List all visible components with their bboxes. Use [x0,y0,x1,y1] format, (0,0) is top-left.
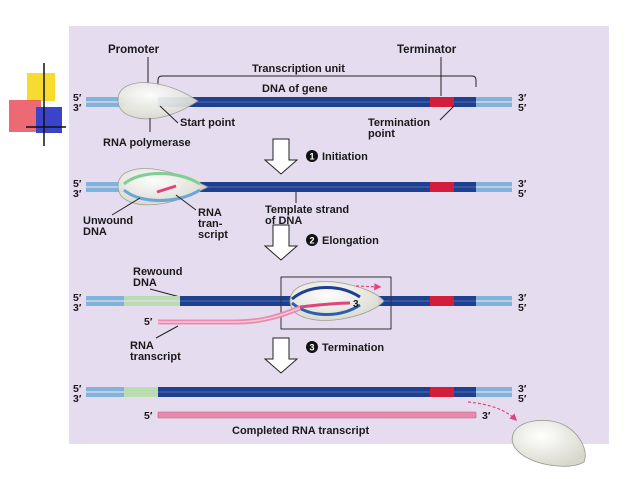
slide-decoration [9,63,66,146]
rna-transcript-pointer-2 [155,325,179,339]
rna-polymerase-3 [289,281,385,321]
start-point-label: Start point [180,117,235,129]
direction-arrow [355,283,382,291]
transcription-unit-label: Transcription unit [252,63,345,75]
completed-rna-transcript-label: Completed RNA transcript [232,425,369,437]
rna-polymerase-1 [117,82,199,120]
three-prime-label: 3′ [518,178,527,190]
termination-point-pointer [439,105,455,121]
rna-transcript-label: RNA [198,207,222,219]
rna-transcript-label-2: tran- [198,218,223,230]
step-1-number-badge [306,150,318,162]
five-prime-label: 5′ [518,393,527,405]
promoter-label: Promoter [108,44,160,56]
template-strand-label-2: of DNA [265,215,302,227]
rna-transcript-label-b2: transcript [130,351,181,363]
terminator-region [430,296,454,306]
step-3-label: Termination [322,342,384,354]
five-prime-label: 5′ [73,383,82,395]
five-prime-label: 5′ [518,102,527,114]
step-1-label: Initiation [322,151,368,163]
rewound-dna-label-2: DNA [133,277,157,289]
termination-point-label: Termination [368,117,430,129]
completed-rna-transcript [157,411,477,419]
rewound-dna-pointer [149,288,181,298]
termination-point-label-2: point [368,128,395,140]
terminator-region [430,97,454,107]
three-prime-label: 3′ [518,92,527,104]
rna-transcript-label-b: RNA [130,340,154,352]
step-1-arrow [263,138,299,175]
three-prime-label: 3′ [73,302,82,314]
release-arrow [467,401,518,422]
dna-row-3 [86,296,512,306]
dna-of-gene-label: DNA of gene [262,83,328,95]
step-1-number: 1 [309,152,314,162]
blue-square [36,107,62,133]
unwound-strand-top [123,172,201,186]
five-prime-label: 5′ [73,178,82,190]
three-prime-label: 3′ [73,102,82,114]
three-prime-label: 3′ [73,188,82,200]
three-prime-label: 3′ [518,383,527,395]
start-point-pointer [159,105,179,124]
step-2-arrow [263,224,299,261]
rna-transcript-short [156,184,177,194]
template-strand-label: Template strand [265,204,349,216]
three-prime-label: 3′ [73,393,82,405]
three-end-label: 3 [353,299,359,310]
rna-transcript-label-3: script [198,229,228,241]
terminator-region [430,182,454,192]
transcription-bubble-top [291,286,361,301]
rna-polymerase-label: RNA polymerase [103,137,191,149]
three-prime-label: 3′ [518,292,527,304]
step-2-label: Elongation [322,235,379,247]
five-prime-label: 5′ [144,410,153,422]
rna-polymerase-released [511,419,586,467]
unwound-dna-pointer [111,197,141,216]
promoter-region [124,387,158,397]
elongation-detail-box [280,276,392,330]
dna-row-4 [86,387,512,397]
five-prime-label: 5′ [144,316,153,328]
rna-in-bubble [299,301,351,309]
dna-row-2 [86,182,512,192]
rewound-dna-label: Rewound [133,266,183,278]
five-prime-label: 5′ [73,292,82,304]
five-prime-label: 5′ [518,188,527,200]
terminator-region [430,387,454,397]
rna-transcript-pointer [175,194,197,211]
step-2-number: 2 [309,236,314,246]
transcription-unit-bracket [157,75,477,87]
step-3-number: 3 [309,343,314,353]
rna-transcript-growing-core [158,307,301,323]
step-2-number-badge [306,234,318,246]
terminator-label: Terminator [397,44,457,56]
unwound-dna-label: Unwound [83,215,133,227]
step-3-arrow [263,337,299,374]
yellow-square [27,73,55,101]
unwound-strand-bottom [123,188,201,202]
step-3-number-badge [306,341,318,353]
five-prime-label: 5′ [518,302,527,314]
three-prime-label: 3′ [482,410,491,422]
unwound-dna-label-2: DNA [83,226,107,238]
five-prime-label: 5′ [73,92,82,104]
